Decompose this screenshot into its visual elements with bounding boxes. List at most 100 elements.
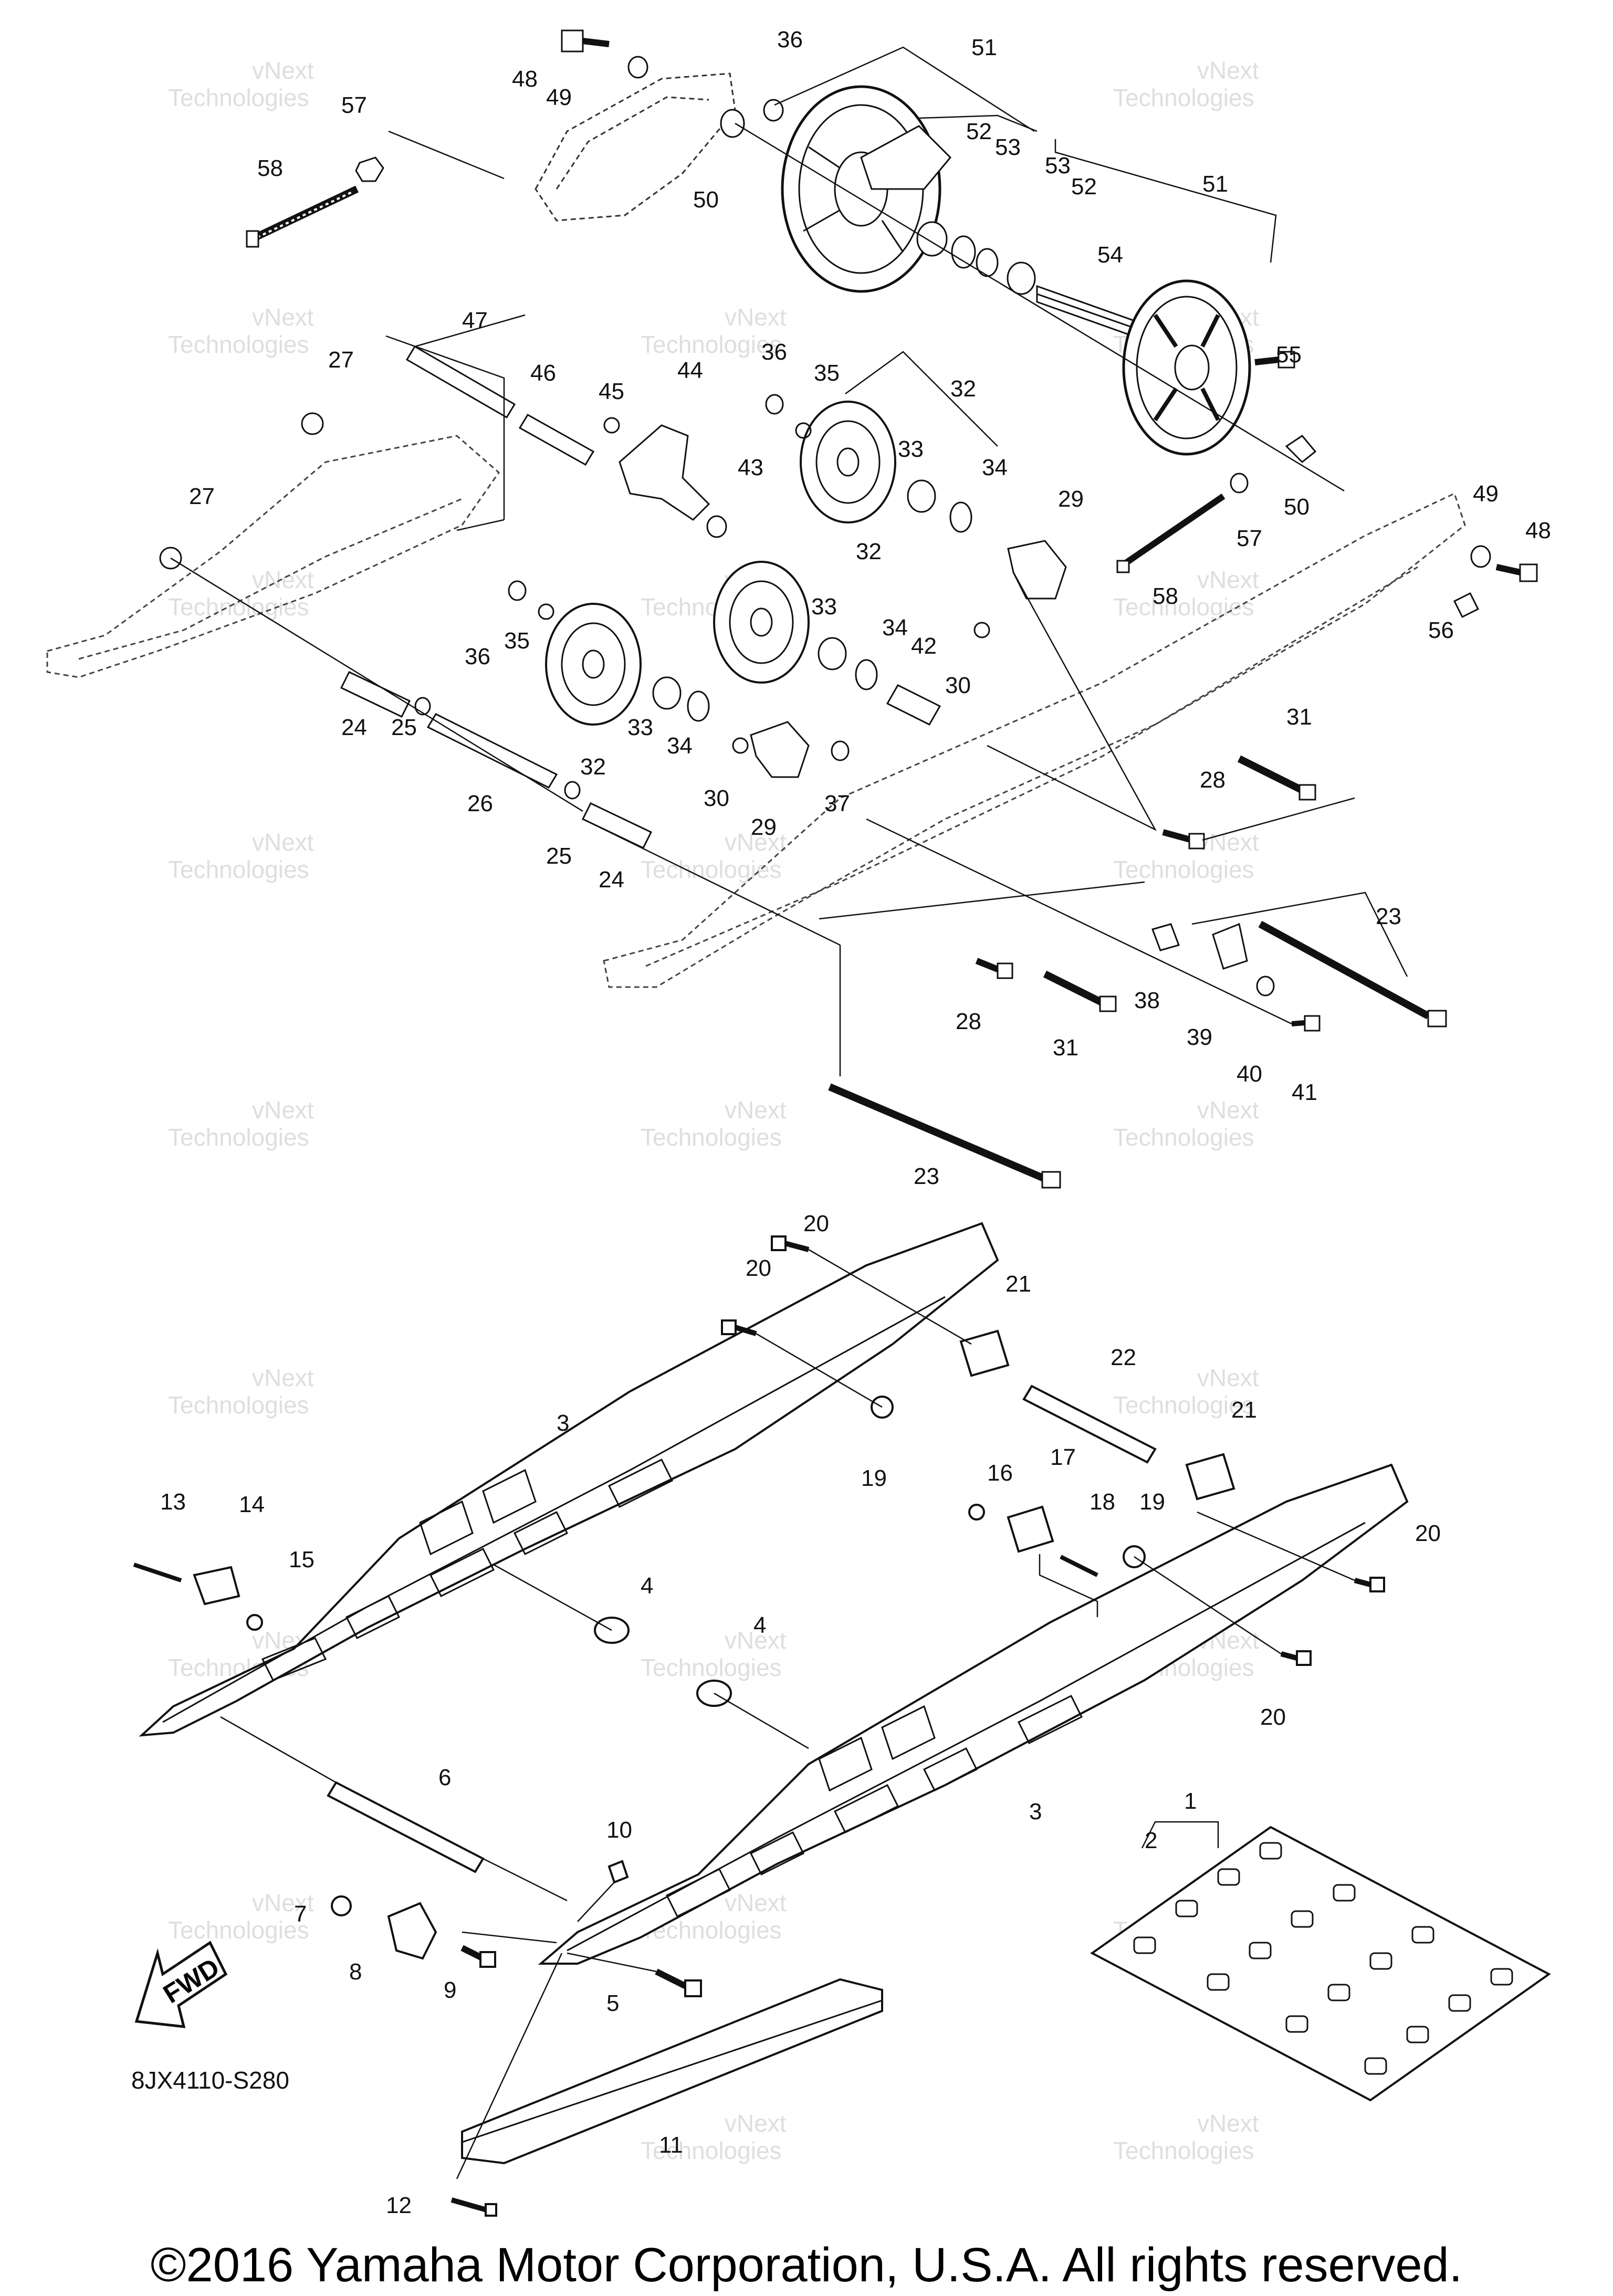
shaft-26 [426, 713, 558, 789]
bearing-52-left [916, 221, 948, 257]
washer-49-top [627, 56, 648, 79]
callout-label-25: 25 [546, 843, 572, 869]
rear-idler-wheel-51-right [1122, 279, 1251, 456]
left-rail-ghost [46, 435, 500, 678]
callout-label-36: 36 [465, 644, 490, 669]
watermark-line2: Technologies [168, 856, 309, 883]
watermark-line1: vNext [725, 829, 787, 856]
callout-label-14: 14 [239, 1492, 265, 1517]
callout-label-28: 28 [956, 1009, 981, 1034]
callout-label-37: 37 [824, 791, 850, 816]
nut-30-lower [732, 737, 749, 754]
bolt-23-top [1258, 920, 1447, 1028]
callout-label-15: 15 [289, 1547, 315, 1572]
watermark-line1: vNext [1197, 57, 1259, 84]
track-clip-section-1 [1090, 1826, 1551, 2102]
bolt-20-c [1354, 1577, 1385, 1592]
callout-label-18: 18 [1090, 1489, 1115, 1515]
pivot-arm-29-lower [750, 721, 810, 778]
watermark-line1: vNext [252, 1364, 314, 1391]
callout-label-51: 51 [971, 35, 997, 60]
nut-45 [603, 417, 620, 434]
callout-label-17: 17 [1050, 1444, 1076, 1470]
bearing-33-top [907, 479, 936, 513]
watermark-line2: Technologies [641, 2137, 782, 2164]
washer-49-right [1470, 545, 1491, 568]
callout-label-51: 51 [1202, 171, 1228, 197]
callout-label-34: 34 [667, 733, 693, 759]
callout-label-50: 50 [693, 187, 719, 213]
screw-18 [1060, 1555, 1098, 1577]
bearing-52-right [1007, 261, 1036, 295]
bolt-41 [1291, 1015, 1321, 1032]
nut-37 [831, 740, 850, 761]
bolt-20-a [771, 1235, 810, 1252]
bolt-31-top [1237, 755, 1316, 801]
stopper-39 [1212, 922, 1248, 970]
nut-36-left [508, 580, 527, 601]
callout-label-45: 45 [599, 379, 624, 404]
idler-wheel-32-mid [713, 561, 810, 684]
bolt-58-right [1116, 494, 1226, 573]
callout-label-57: 57 [341, 92, 367, 118]
shaft-6 [327, 1781, 485, 1873]
callout-label-33: 33 [627, 715, 653, 740]
callout-label-44: 44 [677, 358, 703, 383]
block-21-right [1185, 1453, 1235, 1501]
spacer-42 [886, 684, 941, 726]
group-bracket-51-left [774, 46, 1035, 132]
callout-label-23: 23 [914, 1163, 939, 1189]
callout-label-20: 20 [803, 1211, 829, 1236]
watermark-line2: Technologies [1113, 593, 1254, 621]
callout-label-22: 22 [1111, 1345, 1136, 1370]
callout-label-32: 32 [950, 376, 976, 402]
callout-label-13: 13 [160, 1489, 186, 1515]
callout-label-16: 16 [987, 1460, 1013, 1486]
nut-30-top [973, 622, 990, 638]
watermark-line1: vNext [252, 1889, 314, 1916]
bolt-9 [460, 1945, 496, 1968]
nut-10 [608, 1860, 629, 1884]
callout-label-30: 30 [704, 785, 729, 811]
callout-label-38: 38 [1134, 988, 1160, 1013]
watermark-line2: Technologies [168, 1391, 309, 1419]
shock-arm-44 [619, 424, 710, 521]
watermark-line1: vNext [252, 829, 314, 856]
shaft-22 [1022, 1385, 1157, 1464]
watermark-line2: Technologies [641, 331, 782, 358]
bolt-5 [655, 1968, 702, 1997]
callout-label-8: 8 [349, 1959, 362, 1985]
washer-43 [706, 515, 727, 538]
nut-16 [968, 1504, 985, 1521]
callout-label-52: 52 [966, 119, 992, 144]
idler-wheel-32-top [800, 401, 896, 523]
watermark-line2: Technologies [1113, 2137, 1254, 2164]
watermark-line1: vNext [725, 1096, 787, 1124]
bolt-28-top [1162, 829, 1205, 850]
watermark-line2: Technologies [168, 593, 309, 621]
bolt-28-lower [975, 958, 1013, 979]
bolt-20-b [721, 1319, 757, 1336]
document-code: 8JX4110-S280 [131, 2067, 289, 2094]
callout-label-6: 6 [438, 1765, 451, 1790]
watermark-line1: vNext [252, 57, 314, 84]
watermark-line1: vNext [725, 1627, 787, 1654]
watermark-line2: Technologies [641, 1654, 782, 1681]
callout-label-20: 20 [746, 1255, 771, 1281]
bearing-33-left [652, 676, 682, 710]
circlip-53-left-b [976, 248, 999, 277]
oring-25-lower [564, 781, 581, 800]
watermark-line2: Technologies [1113, 1124, 1254, 1151]
watermark-line2: Technologies [168, 84, 309, 111]
callout-label-32: 32 [856, 539, 882, 564]
watermark-line2: Technologies [641, 1124, 782, 1151]
callout-label-20: 20 [1260, 1704, 1286, 1730]
nut-56 [1453, 592, 1480, 618]
callout-label-25: 25 [391, 715, 417, 740]
callout-label-31: 31 [1286, 704, 1312, 730]
watermark-line1: vNext [1197, 1096, 1259, 1124]
nut-36-mid [765, 394, 784, 415]
callout-label-19: 19 [1139, 1489, 1165, 1515]
